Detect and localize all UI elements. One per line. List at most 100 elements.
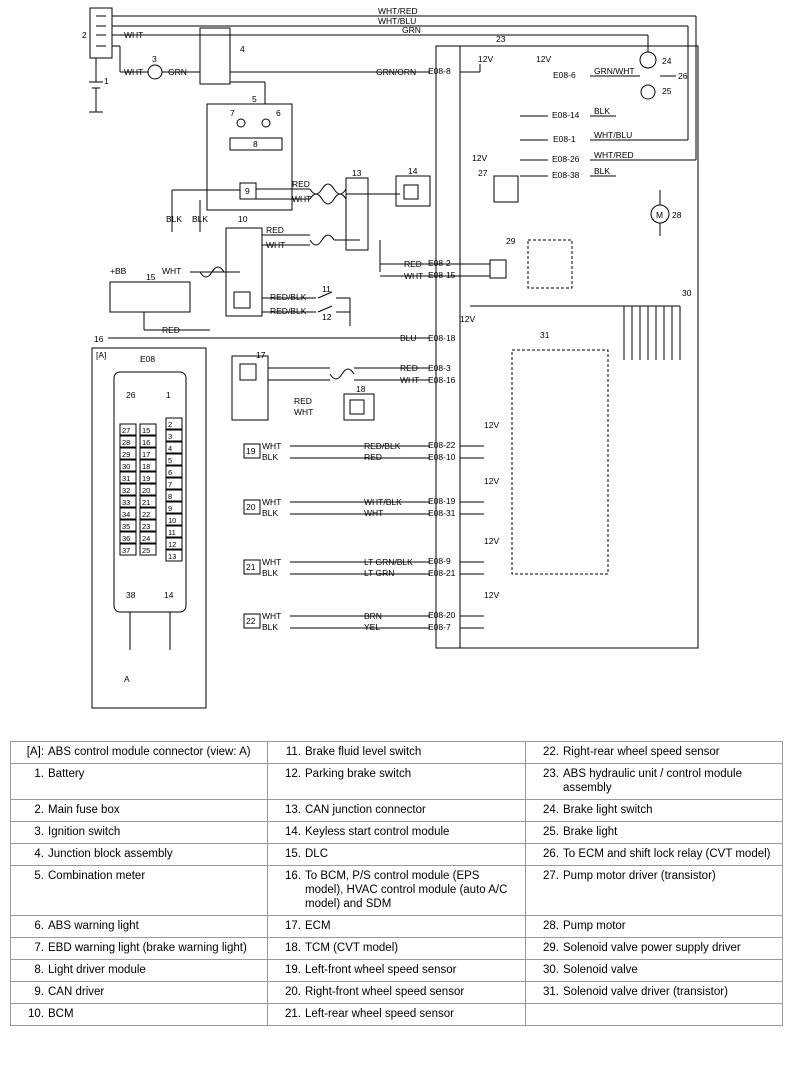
can-driver-abs (489, 259, 507, 279)
callout: 20 (246, 502, 256, 512)
legend-text: Ignition switch (48, 826, 121, 838)
pin: 16 (142, 438, 150, 447)
legend-text: EBD warning light (brake warning light) (48, 942, 247, 954)
pin-cell (139, 519, 157, 532)
legend-cell: 31.Solenoid valve driver (transistor) (525, 981, 783, 1004)
legend-cell: 18.TCM (CVT model) (267, 937, 526, 960)
pin-cell (165, 453, 183, 466)
terminal-label: E08-2 (428, 258, 451, 268)
callout: 26 (678, 71, 688, 81)
legend-number: 8. (34, 964, 44, 976)
wire-label: BLU (400, 333, 417, 343)
legend-number: 7. (34, 942, 44, 954)
legend-text: TCM (CVT model) (305, 942, 399, 954)
legend-item: 16.To BCM, P/S control module (EPS model… (273, 869, 520, 911)
terminal-label: E08-20 (428, 610, 456, 620)
pin-cell (165, 525, 183, 538)
legend-item: 14.Keyless start control module (273, 825, 520, 839)
legend-item: 20.Right-front wheel speed sensor (273, 985, 520, 999)
view-arrow-label: A (124, 674, 130, 684)
legend-item: 3. Ignition switch (16, 825, 262, 839)
voltage-label: 12V (484, 590, 499, 600)
keyless-start-module (395, 175, 431, 207)
wire-label: WHT/RED (594, 150, 634, 160)
callout: 18 (356, 384, 366, 394)
wire-label: WHT (404, 271, 423, 281)
brake-light-switch (639, 51, 657, 69)
legend-number: 3. (34, 826, 44, 838)
pin-cell (165, 441, 183, 454)
wire-label: GRN (168, 67, 187, 77)
voltage-label: 12V (460, 314, 475, 324)
callout: 21 (246, 562, 256, 572)
legend-cell: 23.ABS hydraulic unit / control module a… (525, 763, 783, 800)
pin-cell (139, 507, 157, 520)
legend-text: ABS warning light (48, 920, 139, 932)
wire-label: BLK (594, 166, 610, 176)
legend-cell: 12.Parking brake switch (267, 763, 526, 800)
ignition-switch (147, 64, 163, 80)
pin-cell (165, 477, 183, 490)
ebd-warning-light (236, 118, 246, 128)
terminal-label: E08-26 (552, 154, 580, 164)
legend-text: Combination meter (48, 870, 146, 882)
legend-cell: 17.ECM (267, 915, 526, 938)
legend-number: 17. (285, 920, 301, 932)
pin-cell (139, 471, 157, 484)
terminal-label: E08-15 (428, 270, 456, 280)
legend-item: 29.Solenoid valve power supply driver (531, 941, 777, 955)
callout: 2 (82, 30, 87, 40)
pin: 12 (168, 540, 176, 549)
terminal-label: E08-10 (428, 452, 456, 462)
pin-cell (119, 471, 137, 484)
legend-number: 12. (285, 768, 301, 780)
legend-cell: 30. Solenoid valve (525, 959, 783, 982)
callout: 30 (682, 288, 692, 298)
legend-number: 2. (34, 804, 44, 816)
wire-label: WHT (292, 194, 311, 204)
pin: 22 (142, 510, 150, 519)
legend-text: CAN junction connector (305, 804, 426, 816)
pin: 17 (142, 450, 150, 459)
pin-cell (165, 417, 183, 430)
legend-item: 30. Solenoid valve (531, 963, 777, 977)
legend-number: 24. (543, 804, 559, 816)
legend-number: 22. (543, 746, 559, 758)
pin: 35 (122, 522, 130, 531)
callout: 24 (662, 56, 672, 66)
light-driver-module (229, 137, 283, 151)
voltage-label: 12V (484, 420, 499, 430)
legend-number: 29. (543, 942, 559, 954)
pin: 14 (164, 590, 174, 600)
legend-number: 28. (543, 920, 559, 932)
legend-cell: 6.ABS warning light (10, 915, 268, 938)
wire-label: RED (404, 259, 422, 269)
pin: 33 (122, 498, 130, 507)
legend-number: 30. (543, 964, 559, 976)
connector-pin-grid: 2728293031323334353637151617181920212223… (119, 417, 183, 562)
wire-label: WHT/BLK (364, 497, 402, 507)
legend-number: [A]: (26, 746, 44, 758)
callout: 27 (478, 168, 488, 178)
pin: 31 (122, 474, 130, 483)
legend-cell: 29.Solenoid valve power supply driver (525, 937, 783, 960)
pin-cell (165, 465, 183, 478)
legend-table: [A]:ABS control module connector (view: … (10, 741, 783, 1026)
legend-text: Solenoid valve (563, 964, 638, 976)
pin-cell (165, 429, 183, 442)
legend-cell (525, 1003, 783, 1026)
terminal-label: E08-21 (428, 568, 456, 578)
terminal-label: E08-38 (552, 170, 580, 180)
legend-text: ABS hydraulic unit / control module asse… (563, 768, 742, 794)
legend-cell: 1.Battery (10, 763, 268, 800)
legend-item: 12.Parking brake switch (273, 767, 520, 781)
callout: 3 (152, 54, 157, 64)
pin: 36 (122, 534, 130, 543)
legend-item: 2.Main fuse box (16, 803, 262, 817)
legend-text: Pump motor (563, 920, 626, 932)
terminal-label: E08-18 (428, 333, 456, 343)
legend-cell: 22.Right-rear wheel speed sensor (525, 741, 783, 764)
